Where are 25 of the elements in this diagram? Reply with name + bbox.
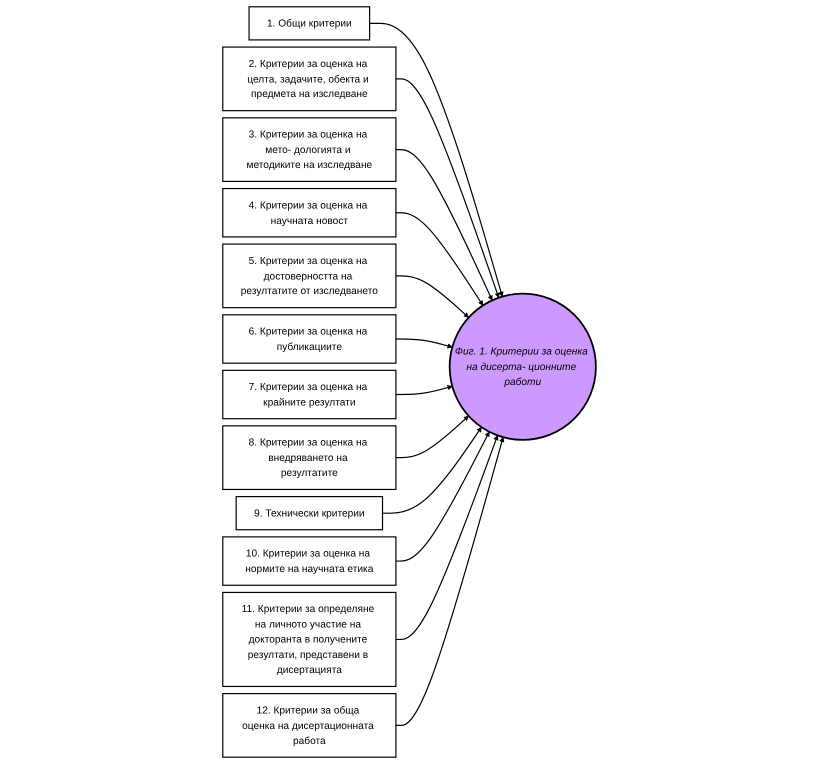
- arrow: [396, 385, 453, 396]
- node-box: 2. Критерии за оценка на целта, задачите, обекта и предмета на изследване: [222, 46, 397, 112]
- arrow: [370, 22, 504, 297]
- arrow: [396, 149, 493, 301]
- node-box: 9. Технически критерии: [236, 496, 384, 530]
- arrow: [396, 78, 500, 298]
- arrow: [396, 436, 505, 726]
- node-box: 6. Критерии за оценка на публикациите: [222, 314, 397, 364]
- node-box: 12. Критерии за обща оценка на дисертационната работа: [222, 693, 397, 758]
- arrow: [396, 275, 470, 318]
- arrow: [396, 435, 499, 640]
- node-box: 10. Критерии за оценка на нормите на научната етика: [222, 536, 397, 586]
- node-box: 1. Общи критерии: [248, 6, 370, 41]
- node-box: 7. Критерии за оценка на крайните резултати: [222, 370, 397, 420]
- node-box: 5. Критерии за оценка на достоверността на резултатите от изследването: [222, 244, 397, 308]
- node-box: 4. Критерии за оценка на научната новост: [222, 188, 397, 238]
- arrow: [396, 338, 453, 348]
- arrow: [396, 432, 490, 562]
- arrow: [396, 416, 470, 458]
- node-box: 11. Критерии за определяне на личното участие на докторанта в получените резултати, представени в дисертацията: [222, 592, 397, 688]
- node-box: 8. Критерии за оценка на внедряването на резултатите: [222, 425, 397, 490]
- node-box: 3. Критерии за оценка на мето- дологията и методиките на изследване: [222, 117, 397, 182]
- arrow: [382, 426, 482, 514]
- node-circle: Фиг. 1. Критерии за оценка на дисерта- ционните работи: [448, 292, 597, 441]
- arrow: [396, 212, 484, 306]
